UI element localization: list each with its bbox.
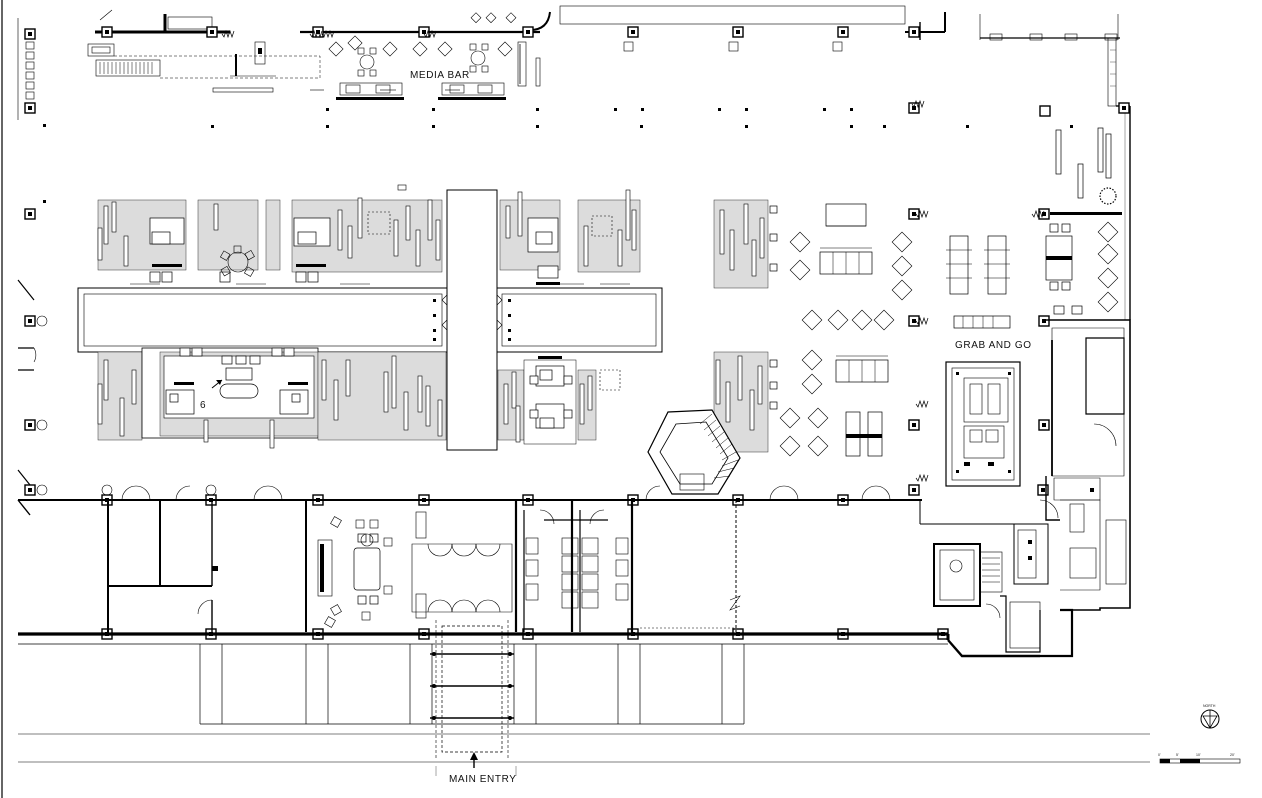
main-entry-label: MAIN ENTRY xyxy=(449,774,517,785)
cafe-table xyxy=(779,435,801,457)
scale-bar: 0' 5' 10' 20' xyxy=(1158,753,1241,764)
north-markers xyxy=(43,41,1073,203)
cafe-table xyxy=(807,435,829,457)
feature-stair xyxy=(647,409,741,495)
south-storefront xyxy=(18,484,950,645)
cafe-table xyxy=(789,231,811,253)
scale-tick-0: 0' xyxy=(1158,753,1161,757)
cafe-table xyxy=(1097,291,1119,313)
media-bar-label: MEDIA BAR xyxy=(410,70,470,81)
cafe-table xyxy=(801,349,823,371)
east-back-of-house xyxy=(920,319,1131,658)
north-arrow: NORTH xyxy=(1200,704,1220,729)
cafe-table xyxy=(1097,243,1119,265)
cafe-table xyxy=(807,407,829,429)
cafe-table xyxy=(891,255,913,277)
north-west-furniture xyxy=(87,41,460,93)
cafe-table xyxy=(801,373,823,395)
cafe-table xyxy=(789,259,811,281)
west-workzone: 6 xyxy=(77,184,663,451)
cafe-table xyxy=(801,309,823,331)
cafe-table xyxy=(891,279,913,301)
north-wall xyxy=(95,5,1131,320)
media-bar-furniture: MEDIA BAR xyxy=(328,12,541,100)
west-wall xyxy=(1,0,48,798)
cafe-table xyxy=(1097,221,1119,243)
cafe-table xyxy=(873,309,895,331)
north-arrow-label: NORTH xyxy=(1203,704,1216,708)
cafe-table xyxy=(851,309,873,331)
grab-and-go-counter xyxy=(945,361,1021,487)
cafe-table xyxy=(827,309,849,331)
east-dining-zone: GRAB AND GO xyxy=(221,29,1122,483)
room-tag-label: 6 xyxy=(200,400,206,411)
grab-and-go-label: GRAB AND GO xyxy=(955,340,1032,351)
cafe-table xyxy=(891,231,913,253)
scale-tick-3: 20' xyxy=(1230,753,1235,757)
scale-tick-2: 10' xyxy=(1196,753,1201,757)
cafe-table xyxy=(1097,267,1119,289)
scale-tick-1: 5' xyxy=(1176,753,1179,757)
entry-plaza: MAIN ENTRY xyxy=(18,620,1150,785)
cafe-table xyxy=(779,407,801,429)
